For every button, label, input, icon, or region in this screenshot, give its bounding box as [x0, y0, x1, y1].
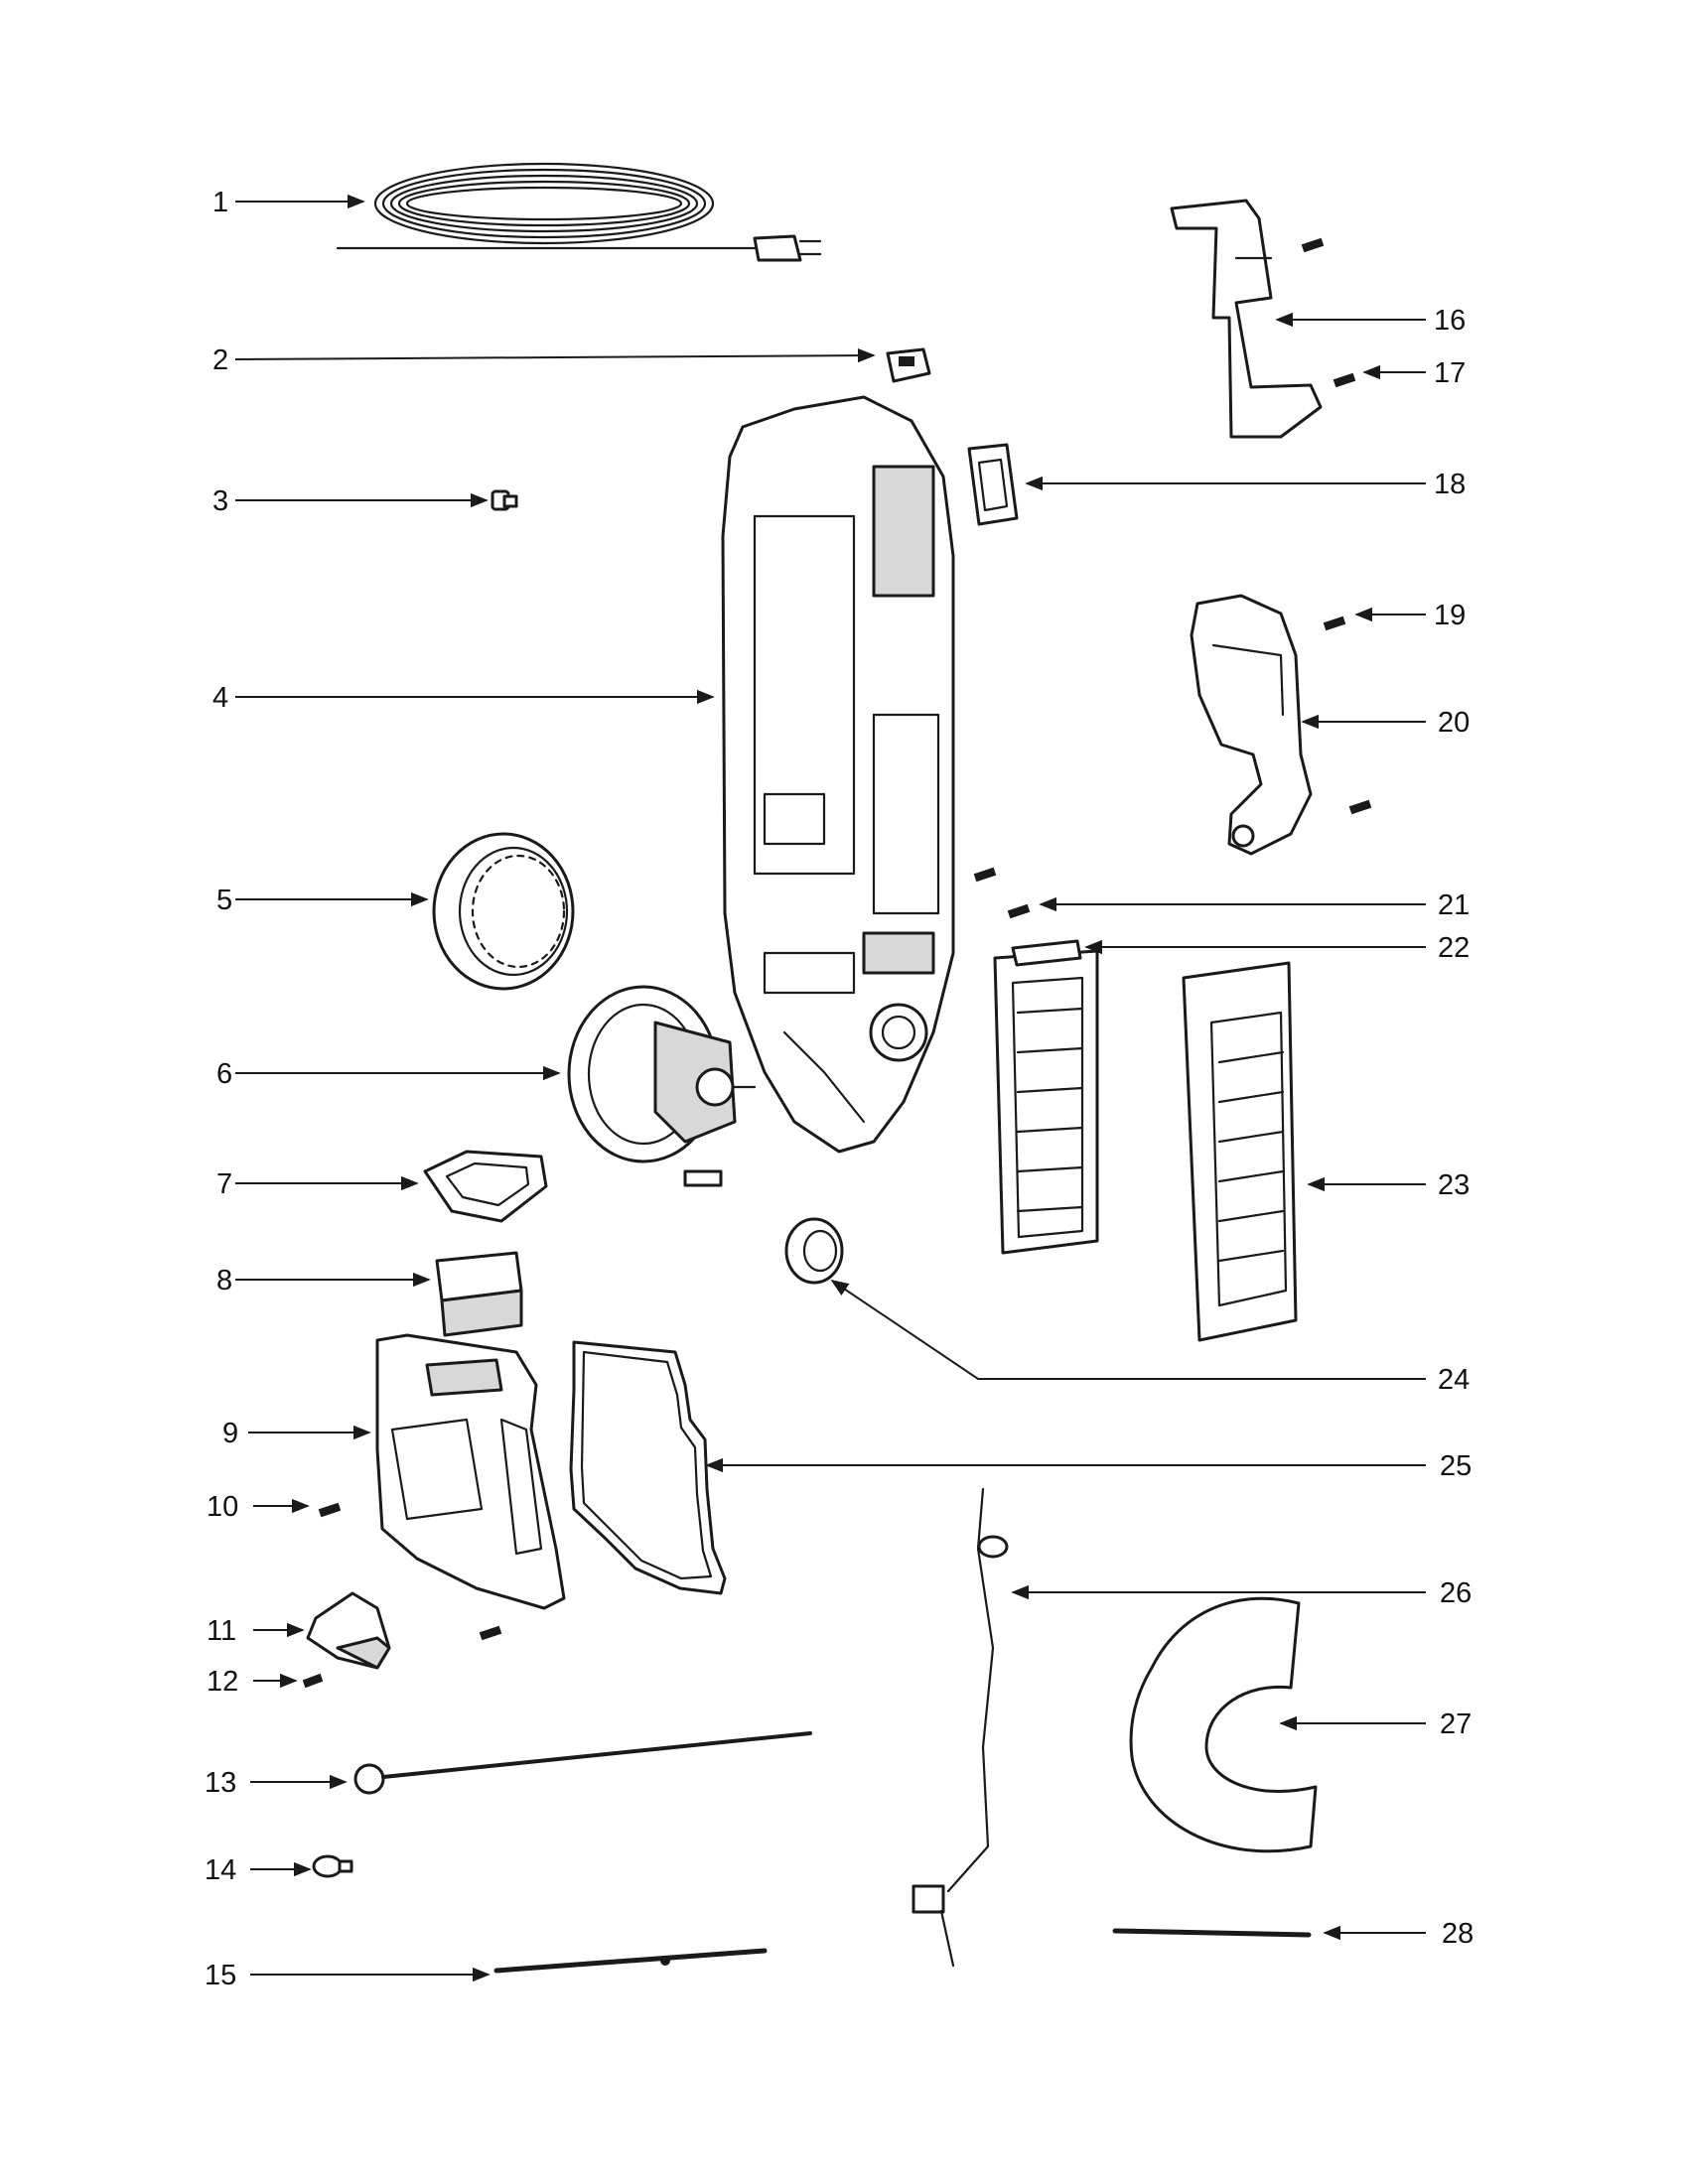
callout-19: 19 [1434, 600, 1466, 631]
callout-12: 12 [207, 1666, 238, 1698]
callout-6: 6 [216, 1058, 232, 1090]
part-grille-cover [1182, 961, 1298, 1342]
part-screw-21a [973, 867, 997, 883]
part-screw-19 [1323, 615, 1346, 631]
callout-16: 16 [1434, 305, 1466, 337]
callout-28: 28 [1442, 1918, 1474, 1950]
part-screw-12 [302, 1673, 324, 1689]
part-filter-block [435, 1251, 523, 1337]
part-strap [493, 1948, 768, 1974]
part-gasket [423, 1150, 548, 1223]
part-seal [967, 443, 1019, 526]
part-cap [306, 1591, 391, 1670]
part-power-cord [336, 162, 822, 262]
part-screw-17 [1333, 372, 1356, 388]
callout-labels: 1 2 3 4 5 6 7 8 9 10 11 12 13 14 15 16 1… [205, 187, 1474, 1991]
leader-24 [830, 1279, 1426, 1380]
callout-18: 18 [1434, 469, 1466, 500]
callout-25: 25 [1440, 1450, 1472, 1482]
callout-24: 24 [1438, 1364, 1470, 1396]
part-main-body-housing [721, 395, 955, 1154]
callout-23: 23 [1438, 1169, 1470, 1201]
part-rod [353, 1731, 812, 1795]
leader-2 [234, 347, 876, 363]
part-coupling [784, 1217, 844, 1285]
part-screw-21b [1007, 903, 1031, 919]
callout-3: 3 [212, 485, 228, 517]
callout-26: 26 [1440, 1577, 1472, 1609]
part-bulb [312, 1854, 353, 1878]
part-screw-20b [1348, 799, 1372, 815]
callout-17: 17 [1434, 357, 1466, 389]
part-wire-harness [912, 1487, 1009, 1968]
callout-7: 7 [216, 1168, 232, 1200]
callout-13: 13 [205, 1767, 236, 1799]
callout-5: 5 [216, 885, 232, 916]
callout-9: 9 [222, 1418, 238, 1449]
callout-10: 10 [207, 1491, 238, 1523]
part-grip [1190, 594, 1313, 856]
part-screw-16b [1301, 237, 1325, 253]
part-pin [491, 489, 518, 511]
part-screw-9b [479, 1625, 502, 1641]
part-bumper-band [1129, 1596, 1318, 1853]
callout-21: 21 [1438, 889, 1470, 921]
callout-27: 27 [1440, 1708, 1472, 1740]
callout-14: 14 [205, 1854, 236, 1886]
callout-leaders [234, 194, 1426, 1982]
callout-11: 11 [207, 1615, 236, 1647]
part-large-gasket [569, 1340, 727, 1595]
part-filter-frame [993, 939, 1099, 1255]
part-latch [886, 347, 931, 383]
part-motor [567, 985, 757, 1187]
callout-22: 22 [1438, 932, 1470, 964]
part-rod-28 [1112, 1928, 1312, 1938]
callout-4: 4 [212, 682, 228, 714]
part-lower-housing [375, 1333, 566, 1610]
callout-20: 20 [1438, 707, 1470, 739]
part-screw-10 [318, 1502, 342, 1518]
part-ring [432, 832, 575, 991]
callout-15: 15 [205, 1960, 236, 1991]
callout-2: 2 [212, 344, 228, 376]
callout-1: 1 [212, 187, 228, 218]
part-handle-bracket [1170, 199, 1323, 439]
callout-8: 8 [216, 1265, 232, 1297]
